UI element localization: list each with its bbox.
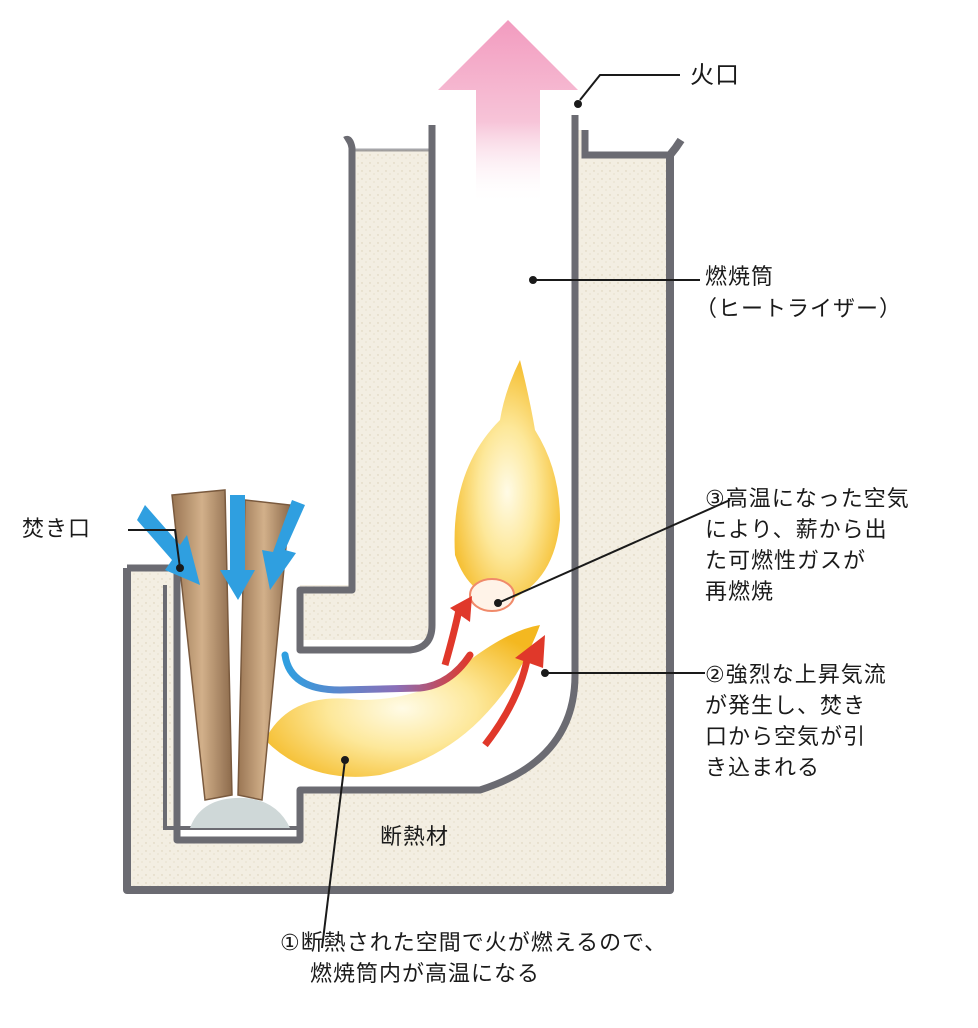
hot-air-arrow-icon [482, 654, 532, 748]
note-insulated-burn-line: ①断熱された空間で火が燃えるので、 [280, 931, 668, 956]
note-updraft-line: き込まれる [705, 756, 821, 781]
firewood-icon [171, 489, 233, 801]
label-nenshoto-sub: （ヒートライザー） [695, 297, 903, 322]
note-updraft-line: 口から空気が引 [705, 725, 867, 750]
note-insulated-burn: ①断熱された空間で火が燃えるので、 燃焼筒内が高温になる [280, 928, 667, 990]
note-updraft-line: が発生し、焚き [705, 694, 867, 719]
insulation-fill-inner [300, 150, 430, 640]
note-reburn-line: により、薪から出 [705, 518, 888, 543]
note-updraft: ②強烈な上昇気流 が発生し、焚き 口から空気が引 き込まれる [705, 660, 887, 784]
exhaust-arrow-icon [438, 20, 578, 205]
air-flow-curve [281, 651, 474, 694]
flame-rising [454, 360, 560, 600]
hot-air-arrowhead [450, 596, 472, 622]
air-inflow-arrow-icon [137, 495, 305, 600]
reburn-spot [469, 578, 515, 612]
leader-lines [128, 74, 731, 949]
note-updraft-line: ②強烈な上昇気流 [705, 663, 887, 688]
note-insulated-burn-line: 燃焼筒内が高温になる [310, 962, 541, 987]
ash-pile [190, 797, 290, 828]
label-takiguchi: 焚き口 [22, 517, 92, 542]
outer-wall [123, 137, 685, 894]
hot-air-arrow-icon [441, 604, 464, 666]
note-reburn-line: た可燃性ガスが [705, 549, 867, 574]
label-nenshoto: 燃焼筒 [705, 265, 775, 290]
note-reburn-line: 再燃焼 [705, 580, 775, 605]
flame-icon [265, 625, 540, 777]
note-reburn-line: ③高温になった空気 [705, 487, 910, 512]
riser-inner-wall [296, 125, 436, 654]
feed-wall-left [127, 115, 579, 844]
hot-air-arrowhead [515, 635, 545, 668]
outer-wall-top [581, 130, 670, 159]
label-dannetsuzai: 断熱材 [380, 825, 450, 850]
note-reburn: ③高温になった空気 により、薪から出 た可燃性ガスが 再燃焼 [705, 484, 910, 608]
label-higuchi: 火口 [690, 61, 740, 89]
insulation-fill [127, 130, 670, 890]
